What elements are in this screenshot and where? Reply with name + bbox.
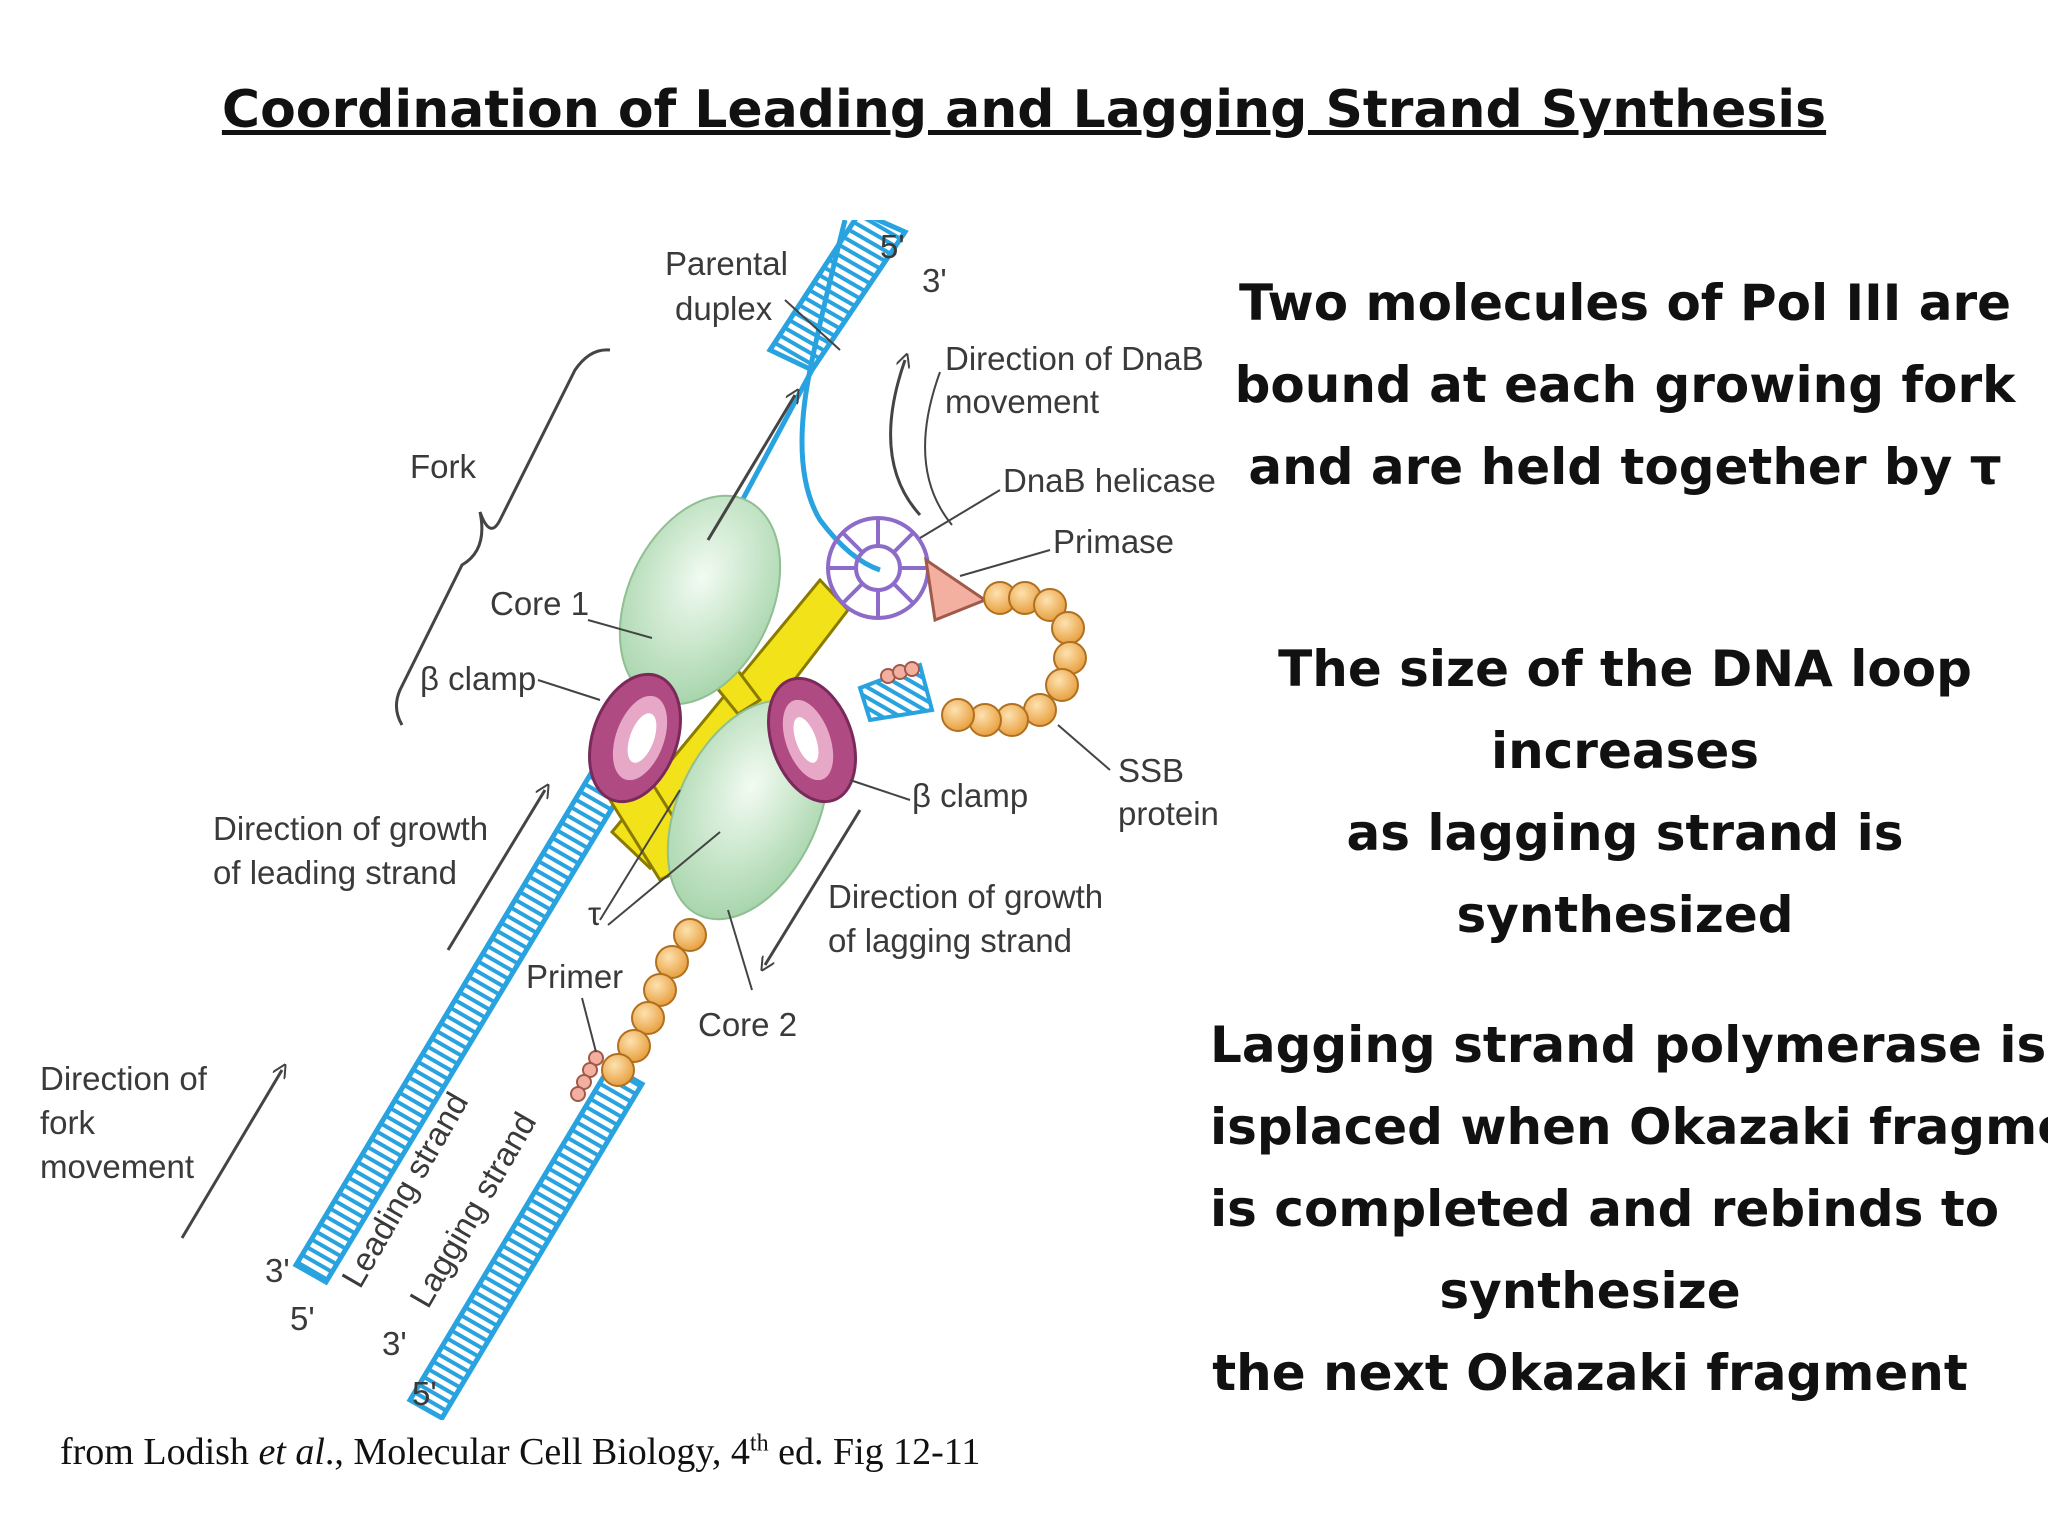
- lagging-strand-dna: [406, 220, 935, 1420]
- ssb-lagging-beads: [601, 918, 707, 1087]
- label-primer: Primer: [526, 958, 623, 995]
- label-parental-duplex-1: Parental: [665, 245, 788, 282]
- label-fork-move-1: Direction of: [40, 1060, 208, 1097]
- text-line: Two molecules of Pol III are: [1238, 274, 2012, 332]
- direction-arrows: [180, 360, 953, 1239]
- text-line: the next Okazaki fragment: [1212, 1344, 1968, 1402]
- ssb-protein-loop: [941, 581, 1087, 737]
- replication-fork-diagram: Parental duplex 5' 3' Direction of DnaB …: [40, 220, 1219, 1420]
- label-lag-5: 5': [412, 1375, 437, 1412]
- label-ssb-2: protein: [1118, 795, 1219, 832]
- text-line: increases: [1490, 722, 1760, 780]
- text-block-dna-loop: The size of the DNA loop increases as la…: [1240, 628, 2010, 956]
- text-line: is completed and rebinds to: [1210, 1180, 2000, 1238]
- primase: [924, 556, 989, 623]
- text-line: isplaced when Okazaki fragment: [1210, 1098, 2048, 1156]
- label-ssb-1: SSB: [1118, 752, 1184, 789]
- text-line: The size of the DNA loop: [1278, 640, 1972, 698]
- label-lag-growth-2: of lagging strand: [828, 922, 1072, 959]
- primer: [570, 1050, 604, 1102]
- text-line: and are held together by τ: [1248, 438, 2002, 496]
- citation-suffix: ed. Fig 12-11: [768, 1431, 981, 1473]
- label-tau: τ: [588, 895, 601, 932]
- label-fork-move-2: fork: [40, 1104, 96, 1141]
- text-block-pol-iii: Two molecules of Pol III are bound at ea…: [1230, 262, 2020, 508]
- label-beta-clamp-right: β clamp: [912, 777, 1028, 814]
- label-core-2: Core 2: [698, 1006, 797, 1043]
- text-line: Lagging strand polymerase is: [1210, 1016, 2047, 1074]
- citation: from Lodish et al., Molecular Cell Biolo…: [60, 1430, 980, 1474]
- citation-italic: et al: [258, 1431, 325, 1473]
- label-parental-duplex-2: duplex: [675, 290, 773, 327]
- beta-clamp-left: [588, 672, 682, 804]
- text-line: bound at each growing fork: [1234, 356, 2016, 414]
- label-lead-growth-2: of leading strand: [213, 854, 457, 891]
- label-fork: Fork: [410, 448, 477, 485]
- parental-duplex: [766, 220, 909, 374]
- citation-sup: th: [749, 1430, 769, 1457]
- leader-lines: [537, 299, 1111, 1053]
- lagging-primer-top: [880, 661, 920, 684]
- label-top-3: 3': [922, 262, 947, 299]
- label-lag-3: 3': [382, 1325, 407, 1362]
- label-lag-growth-1: Direction of growth: [828, 878, 1103, 915]
- citation-middle: ., Molecular Cell Biology, 4: [324, 1431, 750, 1473]
- label-dnab-direction-2: movement: [945, 383, 1099, 420]
- text-block-lagging-polymerase: Lagging strand polymerase is isplaced wh…: [1210, 1004, 2048, 1414]
- label-lead-growth-1: Direction of growth: [213, 810, 488, 847]
- label-dnab-direction-1: Direction of DnaB: [945, 340, 1204, 377]
- label-dnab-helicase: DnaB helicase: [1003, 462, 1216, 499]
- label-top-5: 5': [880, 228, 905, 265]
- text-line: synthesize: [1439, 1262, 1741, 1320]
- text-line: as lagging strand is: [1346, 804, 1904, 862]
- label-lead-3: 3': [265, 1252, 290, 1289]
- label-beta-clamp-left: β clamp: [420, 660, 536, 697]
- citation-prefix: from Lodish: [60, 1431, 259, 1473]
- label-core-1: Core 1: [490, 585, 589, 622]
- slide-title: Coordination of Leading and Lagging Stra…: [221, 80, 1827, 140]
- fork-brace: [395, 348, 611, 726]
- label-primase: Primase: [1053, 523, 1174, 560]
- label-fork-move-3: movement: [40, 1148, 194, 1185]
- label-lead-5: 5': [290, 1300, 315, 1337]
- text-line: synthesized: [1456, 886, 1794, 944]
- beta-clamp-right: [767, 676, 857, 804]
